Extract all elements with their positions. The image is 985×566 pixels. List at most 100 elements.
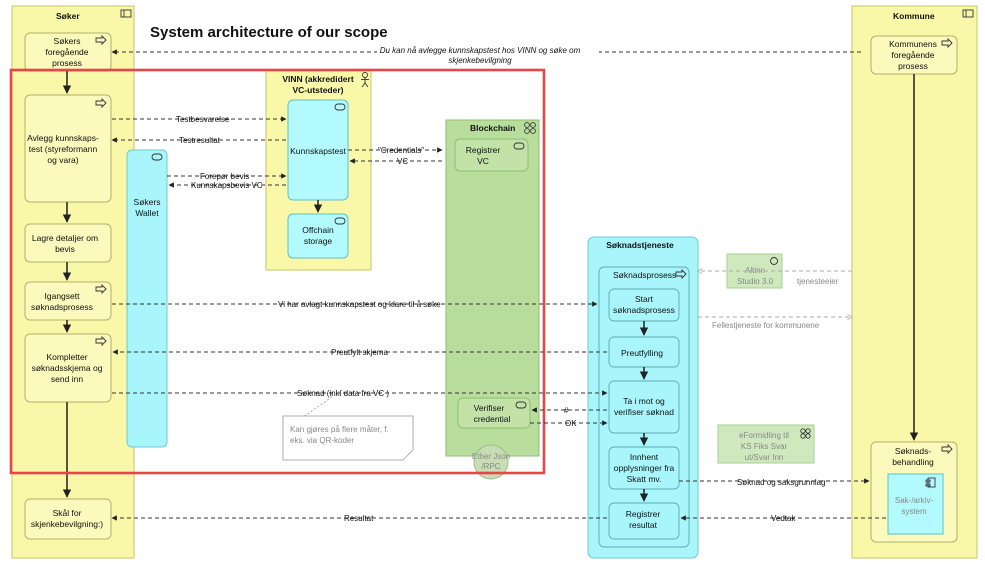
- svg-text:send inn: send inn: [51, 374, 83, 384]
- svg-text:Skål for: Skål for: [53, 508, 82, 518]
- altinn-label-line1: Altinn: [745, 266, 765, 275]
- top-note-line2: skjenkebevilgning: [448, 56, 512, 65]
- eformidling-icon: [800, 428, 811, 439]
- svg-text:Lagre detaljer om: Lagre detaljer om: [32, 233, 98, 243]
- eformidling-line1: eFormidling til: [739, 431, 789, 440]
- svg-text:foregående: foregående: [891, 50, 934, 60]
- svg-text:Preutfylling: Preutfylling: [621, 348, 663, 358]
- eformidling-line2: KS Fiks Svar: [741, 442, 788, 451]
- process-start-soknadsprosess: Start søknadsprosess: [608, 288, 680, 322]
- flow-forepor-label: Forepør bevis: [200, 172, 249, 181]
- flow-ok-label: OK: [565, 419, 577, 428]
- flow-saksgrunnlag-label: Søknad og saksgrunnlag: [737, 478, 826, 487]
- svg-text:foregående: foregående: [45, 47, 88, 57]
- flow-vc-label: VC: [397, 157, 408, 166]
- top-note-line1: Du kan nå avlegge kunnskapstest hos VINN…: [380, 46, 581, 55]
- svg-text:Ta i mot og: Ta i mot og: [623, 396, 665, 406]
- process-sokers-foregaende: Søkers foregående prosess: [24, 32, 112, 72]
- eformidling-box: [717, 424, 815, 464]
- verifiser-credential-box: [457, 397, 531, 429]
- flow-preutfylt-label: Preutfylt skjema: [331, 348, 388, 357]
- process-igangsett-soknadsprosess: Igangsett søknadsprosess: [24, 281, 112, 321]
- service-icon: [513, 142, 525, 150]
- service-icon: [334, 217, 346, 225]
- diagram-title: System architecture of our scope: [150, 24, 388, 41]
- svg-text:Start: Start: [635, 294, 654, 304]
- svg-text:Igangsett: Igangsett: [45, 291, 81, 301]
- svg-text:Søkers: Søkers: [54, 36, 81, 46]
- lane-kommune-icon: [962, 9, 974, 18]
- note-line2: eks. via QR-koder: [290, 436, 354, 445]
- process-kompletter-soknadsskjema: Kompletter søknadsskjema og send inn: [24, 333, 112, 403]
- sak-arkiv-system: Sak-/arkiv- system: [887, 473, 944, 535]
- registrer-vc-box: [454, 138, 529, 172]
- note-line1: Kan gjøres på flere måter, f.: [290, 425, 389, 434]
- svg-text:resultat: resultat: [629, 520, 658, 530]
- svg-text:opplysninger fra: opplysninger fra: [614, 463, 675, 473]
- svg-text:skjenkebevilgning:): skjenkebevilgning:): [31, 519, 103, 529]
- vinn-title-line2: VC-utsteder): [292, 85, 343, 95]
- flow-tjenesteeier-label: tjenesteeier: [797, 277, 839, 286]
- lane-kommune-label: Kommune: [893, 11, 935, 21]
- flow-fellestjeneste-label: Fellestjeneste for kommunene: [712, 321, 820, 330]
- flow-soknad-label: Søknad (inkl data fra VC ): [297, 389, 389, 398]
- flow-klare-label: Vi har avlagt kunnskapstest og klare til…: [278, 300, 441, 309]
- process-kommunens-foregaende: Kommunens foregående prosess: [870, 35, 958, 75]
- process-registrer-resultat: Registrer resultat: [608, 502, 680, 540]
- svg-text:søknadsprosess: søknadsprosess: [613, 305, 675, 315]
- registrer-vc-line1: Registrer: [466, 145, 501, 155]
- eformidling-line3: ut/Svar Inn: [745, 453, 784, 462]
- svg-text:system: system: [901, 507, 927, 516]
- svg-text:Sak-/arkiv-: Sak-/arkiv-: [895, 496, 934, 505]
- process-ta-i-mot-og-verifiser: Ta i mot og verifiser søknad: [608, 380, 680, 434]
- kunnskapstest-label: Kunnskapstest: [290, 146, 346, 156]
- ether-label-line1: Ether Json: [472, 452, 510, 461]
- svg-text:behandling: behandling: [892, 457, 934, 467]
- svg-text:Søknads-: Søknads-: [895, 446, 932, 456]
- lane-soker-icon: [120, 9, 132, 18]
- offchain-storage-box: [287, 213, 349, 259]
- svg-text:Kommunens: Kommunens: [889, 39, 937, 49]
- offchain-label-line1: Offchain: [302, 225, 334, 235]
- scope-boundary: [9, 68, 546, 475]
- registrer-vc-line2: VC: [477, 156, 489, 166]
- altinn-icon: [770, 257, 778, 265]
- flow-kunnskapsbevis-label: Kunnskapsbevis VC: [191, 181, 263, 190]
- lane-soker-label: Søker: [56, 11, 80, 21]
- wallet-label-line1: Søkers: [134, 197, 161, 207]
- svg-text:Registrer: Registrer: [626, 509, 661, 519]
- svg-text:prosess: prosess: [52, 58, 82, 68]
- svg-text:prosess: prosess: [898, 61, 928, 71]
- service-icon: [334, 103, 346, 111]
- svg-text:Kompletter: Kompletter: [46, 352, 87, 362]
- verifiser-line1: Verifiser: [474, 403, 505, 413]
- process-preutfylling: Preutfylling: [608, 336, 680, 368]
- svg-text:test (styreformann: test (styreformann: [29, 144, 98, 154]
- altinn-label-line2: Studio 3.0: [737, 277, 774, 286]
- svg-text:Avlegg kunnskaps-: Avlegg kunnskaps-: [27, 133, 99, 143]
- process-innhent-opplysninger: Innhent opplysninger fra Skatt mv.: [608, 446, 680, 490]
- service-icon: [151, 153, 163, 161]
- top-note-bg: [377, 45, 599, 65]
- process-skal-for-skjenkebevilgning: Skål for skjenkebevilgning:): [24, 498, 112, 540]
- note-box: [282, 415, 414, 461]
- process-arrow-icon: [675, 268, 687, 280]
- svg-text:søknadsskjema og: søknadsskjema og: [32, 363, 103, 373]
- flow-resultat-label: Resultat: [344, 514, 374, 523]
- blockchain-icon: [524, 122, 536, 134]
- flow-testresultat-label: Testresultat: [179, 136, 221, 145]
- svg-text:og vara): og vara): [47, 155, 78, 165]
- process-lagre-detaljer: Lagre detaljer om bevis: [24, 223, 112, 263]
- flow-credentials-label: "Credentials": [378, 146, 424, 155]
- svg-text:søknadsprosess: søknadsprosess: [31, 302, 93, 312]
- soknadstjeneste-title: Søknadstjeneste: [606, 240, 674, 250]
- process-avlegg-kunnskapstest: Avlegg kunnskaps- test (styreformann og …: [24, 94, 112, 203]
- vinn-title-line1: VINN (akkredidert: [282, 74, 353, 84]
- ether-label-line2: /RPC: [481, 462, 500, 471]
- service-icon: [515, 401, 527, 409]
- flow-hash-label: #: [564, 406, 569, 415]
- flow-testbesvarelse-label: Testbesvarelse: [176, 115, 230, 124]
- actor-icon: [361, 72, 369, 88]
- flow-vedtak-label: Vedtak: [771, 514, 796, 523]
